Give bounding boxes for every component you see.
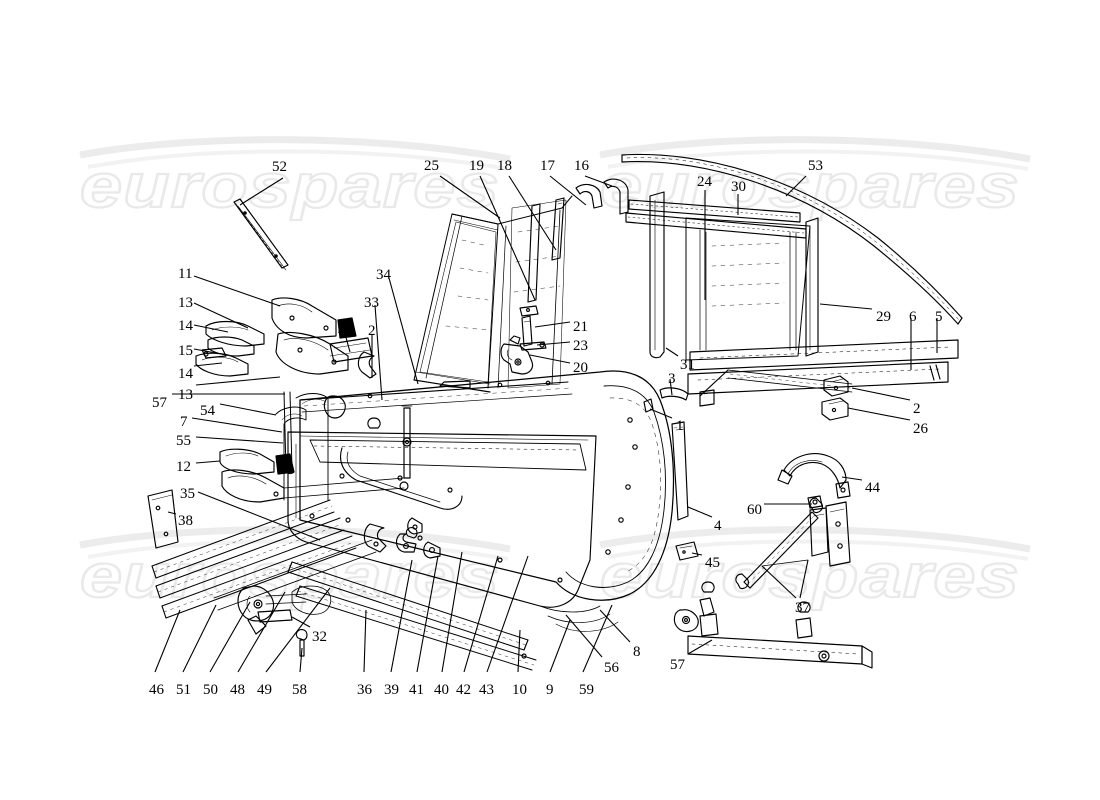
callout-label-54: 54 [200, 403, 215, 419]
callout-label-50: 50 [203, 682, 218, 698]
callout-label-26: 26 [913, 421, 928, 437]
callout-label-47: 47 [338, 323, 353, 339]
callout-label-19: 19 [469, 158, 484, 174]
callout-label-6: 6 [909, 309, 917, 325]
callout-label-33: 33 [364, 295, 379, 311]
callout-label-30: 30 [731, 179, 746, 195]
callout-label-53: 53 [808, 158, 823, 174]
part-7-door-frame-edge [295, 393, 329, 501]
callout-label-59: 59 [579, 682, 594, 698]
callout-label-37: 37 [795, 600, 810, 616]
callout-label-2: 2 [913, 401, 921, 417]
callout-label-1: 1 [676, 418, 684, 434]
callout-label-45: 45 [705, 555, 720, 571]
callout-label-24: 24 [697, 174, 712, 190]
callout-label-4: 4 [714, 518, 722, 534]
callout-label-14: 14 [178, 366, 193, 382]
part-6-sill-trim-lower [687, 361, 949, 395]
callout-label-12: 12 [176, 459, 191, 475]
callout-label-20: 20 [573, 360, 588, 376]
callout-label-44: 44 [865, 480, 880, 496]
callout-label-55: 55 [176, 433, 191, 449]
callout-label-46: 46 [149, 682, 164, 698]
part-52-upper-trim-strip [233, 198, 289, 271]
callout-label-13: 13 [178, 295, 193, 311]
callout-label-56: 56 [604, 660, 619, 676]
callout-label-60: 60 [747, 502, 762, 518]
callout-label-5: 5 [935, 309, 943, 325]
callout-label-49: 49 [257, 682, 272, 698]
callout-label-57: 57 [670, 657, 685, 673]
part-26-rail-clips [699, 389, 715, 407]
part-29-frame-post [805, 217, 819, 357]
callout-label-31: 31 [680, 357, 695, 373]
callout-label-15: 15 [178, 343, 193, 359]
callout-label-52: 52 [272, 159, 287, 175]
callout-label-39: 39 [384, 682, 399, 698]
callout-label-42: 42 [456, 682, 471, 698]
part-38-plate [147, 489, 179, 549]
callout-label-35: 35 [180, 486, 195, 502]
part-1-door-shell [299, 370, 675, 601]
callout-label-36: 36 [357, 682, 372, 698]
callout-label-48: 48 [230, 682, 245, 698]
watermark-instance: eurospares [600, 530, 1030, 612]
callout-label-2: 2 [368, 323, 376, 339]
callout-label-14: 14 [178, 318, 193, 334]
callout-label-10: 10 [512, 682, 527, 698]
callout-label-41: 41 [409, 682, 424, 698]
callout-label-13: 13 [178, 387, 193, 403]
watermark-instance: eurospares [80, 140, 510, 222]
watermark-text: eurospares [600, 542, 1020, 611]
part-45-bracket [675, 541, 699, 561]
watermark-text: eurospares [80, 152, 500, 221]
callout-label-57: 57 [152, 395, 167, 411]
callout-label-9: 9 [546, 682, 554, 698]
part-5-sill-trim [689, 339, 959, 371]
callout-label-3: 3 [668, 371, 676, 387]
callout-label-7: 7 [180, 414, 188, 430]
part-31-division-bar [649, 191, 665, 359]
callout-label-8: 8 [633, 644, 641, 660]
callout-label-51: 51 [176, 682, 191, 698]
callout-label-17: 17 [540, 158, 555, 174]
callout-label-23: 23 [573, 338, 588, 354]
part-21-window-lift-channel [519, 305, 539, 347]
callout-label-43: 43 [479, 682, 494, 698]
part-55-channel [401, 405, 413, 479]
callout-label-21: 21 [573, 319, 588, 335]
part-11-hinge-upper [271, 297, 357, 339]
callout-label-40: 40 [434, 682, 449, 698]
part-53-roof-drip-rail [621, 153, 963, 325]
callout-label-34: 34 [376, 267, 391, 283]
callout-label-38: 38 [178, 513, 193, 529]
part-54-panel-edge [275, 406, 307, 501]
callout-label-29: 29 [876, 309, 891, 325]
part-44-exterior-door-handle [777, 453, 851, 499]
part-29-quarter-window-glass [685, 217, 811, 361]
callout-label-32: 32 [312, 629, 327, 645]
callout-label-18: 18 [497, 158, 512, 174]
callout-label-11: 11 [178, 266, 193, 282]
striker-plate-right [809, 501, 851, 567]
callout-label-58: 58 [292, 682, 307, 698]
callout-label-25: 25 [424, 158, 439, 174]
callout-label-16: 16 [574, 158, 589, 174]
part-30-upper-trim-bar [628, 199, 801, 223]
